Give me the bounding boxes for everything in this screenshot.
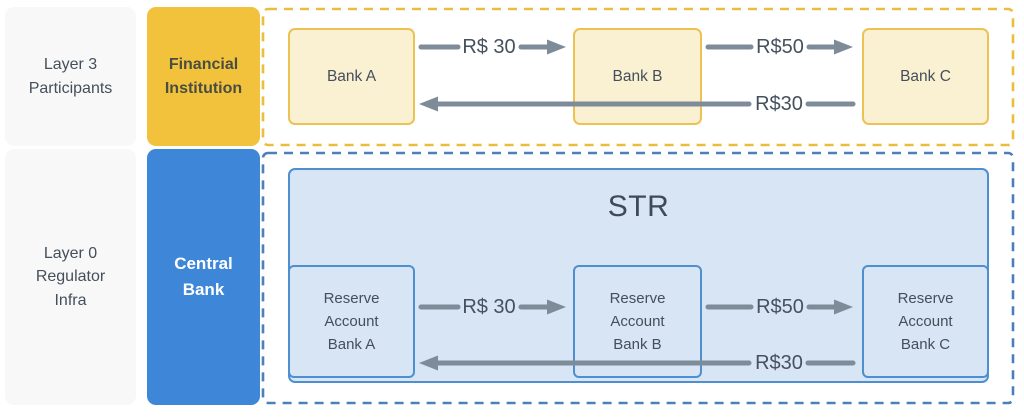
reserve-account-bank-c-box: Reserve Account Bank C bbox=[862, 265, 989, 378]
l3-b-to-c-flow-label: R$50 bbox=[756, 36, 804, 58]
layer0-row-label: Layer 0 Regulator Infra bbox=[35, 245, 106, 309]
bank-c-box: Bank C bbox=[862, 28, 989, 125]
l3-b-to-c-arrowhead-icon bbox=[834, 39, 853, 55]
bank-b-box: Bank B bbox=[573, 28, 702, 125]
reserve-account-bank-a-box: Reserve Account Bank A bbox=[288, 265, 415, 378]
financial-institution-box: Financial Institution bbox=[147, 7, 260, 146]
bank-c-label: Bank C bbox=[900, 67, 951, 85]
str-title: STR bbox=[607, 190, 670, 223]
l3-a-to-b-arrowhead-icon bbox=[547, 39, 566, 55]
l3-a-to-b-flow-label: R$ 30 bbox=[462, 36, 516, 58]
reserve-account-bank-b-box: Reserve Account Bank B bbox=[573, 265, 702, 378]
l0-a-to-b-flow-label: R$ 30 bbox=[462, 296, 516, 318]
reserve-account-bank-c-label: Reserve Account Bank C bbox=[897, 289, 954, 354]
bank-b-label: Bank B bbox=[612, 67, 663, 85]
central-bank-label: Central Bank bbox=[174, 253, 233, 299]
layer3-row-panel: Layer 3 Participants bbox=[5, 7, 136, 146]
central-bank-box: Central Bank bbox=[147, 149, 260, 405]
reserve-account-bank-a-label: Reserve Account Bank A bbox=[323, 289, 380, 354]
reserve-account-bank-b-label: Reserve Account Bank B bbox=[609, 289, 666, 354]
financial-institution-label: Financial Institution bbox=[164, 55, 243, 97]
l0-c-to-a-flow-label: R$30 bbox=[755, 352, 803, 374]
bank-a-box: Bank A bbox=[288, 28, 415, 125]
l0-b-to-c-flow-label: R$50 bbox=[756, 296, 804, 318]
layer3-row-label: Layer 3 Participants bbox=[28, 56, 113, 97]
l3-c-to-a-arrowhead-icon bbox=[419, 96, 438, 112]
bank-a-label: Bank A bbox=[326, 67, 377, 85]
layer0-row-panel: Layer 0 Regulator Infra bbox=[5, 149, 136, 405]
l3-c-to-a-flow-label: R$30 bbox=[755, 93, 803, 115]
